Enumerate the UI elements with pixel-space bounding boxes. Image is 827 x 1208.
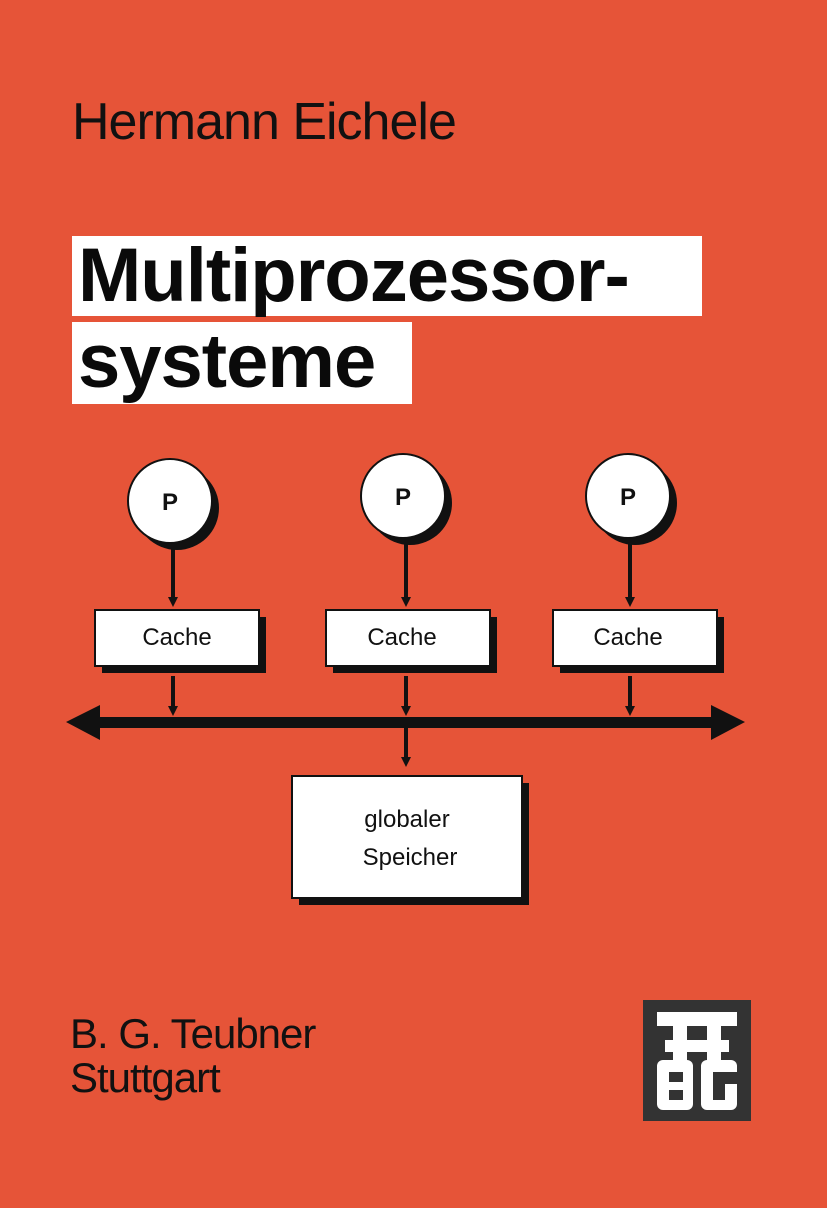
processor-node-1: P [127, 458, 219, 550]
title-line-2: systeme [72, 322, 412, 404]
cache-label-1: Cache [142, 624, 211, 651]
memory-label-line-1: globaler [364, 806, 449, 833]
title-line-1: Multiprozessor- [72, 236, 702, 316]
cache-label-2: Cache [367, 624, 436, 651]
publisher-block: B. G. Teubner Stuttgart [70, 1010, 316, 1101]
author-name: Hermann Eichele [72, 93, 457, 151]
cache-box-3: Cache [552, 609, 724, 673]
cache-box-1: Cache [94, 609, 266, 673]
publisher-name: B. G. Teubner [70, 1010, 316, 1057]
system-bus [66, 705, 745, 740]
cache-label-3: Cache [593, 624, 662, 651]
processor-node-3: P [585, 453, 677, 545]
processor-node-2: P [360, 453, 452, 545]
cache-box-2: Cache [325, 609, 497, 673]
global-memory-box: globaler Speicher [291, 775, 529, 905]
processor-label-2: P [395, 484, 411, 511]
teubner-tbg-logo-icon [643, 1000, 751, 1121]
publisher-city: Stuttgart [70, 1054, 221, 1101]
memory-label-line-2: Speicher [363, 844, 458, 871]
processor-label-3: P [620, 484, 636, 511]
processor-label-1: P [162, 489, 178, 516]
